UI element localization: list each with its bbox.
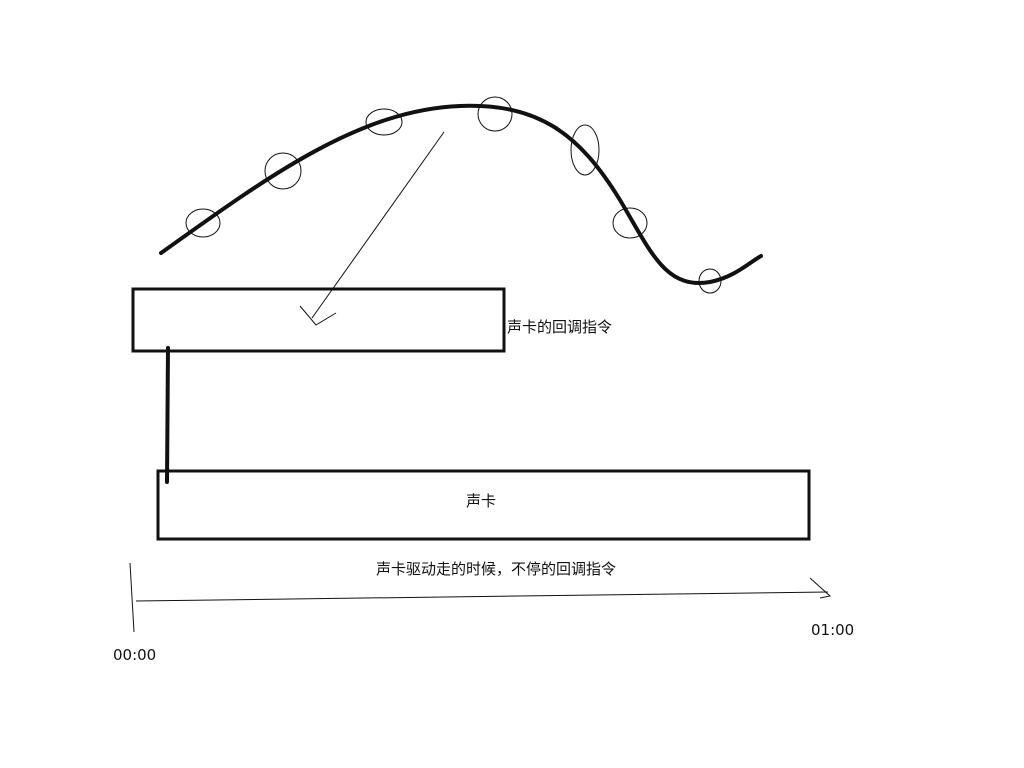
arrow-line	[311, 131, 445, 319]
callback-box-label: 声卡的回调指令	[507, 318, 613, 336]
arrow-head	[299, 305, 337, 326]
soundcard-box-label: 声卡	[466, 492, 497, 510]
time-end-label: 01:00	[811, 621, 855, 639]
sample-marker	[264, 152, 302, 190]
sample-marker	[612, 207, 648, 239]
callback-box	[131, 287, 506, 353]
timeline-arrow-head	[809, 577, 832, 599]
sample-marker	[365, 108, 403, 136]
soundcard-box	[156, 469, 811, 541]
waveform-curve	[159, 103, 763, 286]
sample-marker	[698, 268, 722, 294]
timeline-start-tick	[129, 562, 135, 633]
time-start-label: 00:00	[113, 646, 157, 664]
sample-marker	[185, 208, 221, 238]
connector-line	[165, 346, 170, 484]
sample-marker	[477, 96, 513, 132]
timeline-axis	[135, 591, 829, 602]
sample-marker	[570, 124, 600, 176]
timeline-caption: 声卡驱动走的时候，不停的回调指令	[376, 560, 617, 578]
